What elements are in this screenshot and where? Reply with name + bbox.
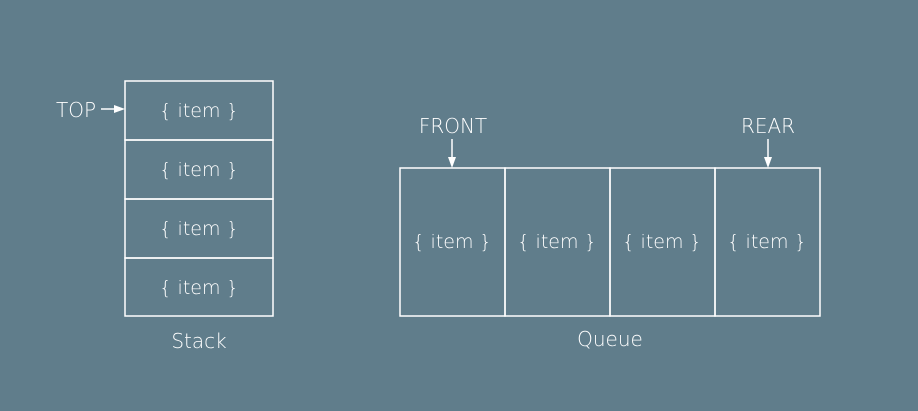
stack-cell-label: { item } <box>159 100 238 122</box>
stack-top-label: TOP <box>56 98 96 122</box>
stack-cell: { item } <box>124 80 274 141</box>
queue-cell: { item } <box>399 167 506 317</box>
queue-cell: { item } <box>609 167 716 317</box>
queue-cell-label: { item } <box>517 231 596 253</box>
stack-group: { item } { item } { item } { item } TOP … <box>56 80 274 353</box>
stack-cell: { item } <box>124 257 274 317</box>
stack-cell: { item } <box>124 198 274 259</box>
queue-cell-label: { item } <box>727 231 806 253</box>
stack-cell-label: { item } <box>159 218 238 240</box>
stack-cell-box <box>124 257 274 317</box>
stack-cell-label: { item } <box>159 277 238 299</box>
queue-group: { item } { item } { item } { item } FRON… <box>399 114 821 351</box>
queue-cell: { item } <box>504 167 611 317</box>
stack-top-arrow-icon <box>101 105 125 113</box>
stack-title: Stack <box>171 329 226 353</box>
stack-cell: { item } <box>124 139 274 200</box>
queue-front-label: FRONT <box>419 114 487 138</box>
queue-cell-label: { item } <box>412 231 491 253</box>
stack-cell-label: { item } <box>159 159 238 181</box>
queue-rear-arrow-icon <box>764 139 772 168</box>
queue-cell-box <box>714 167 821 317</box>
queue-rear-label: REAR <box>741 114 795 138</box>
queue-cell-label: { item } <box>622 231 701 253</box>
queue-title: Queue <box>577 327 643 351</box>
queue-front-arrow-icon <box>448 139 456 168</box>
queue-cell: { item } <box>714 167 821 317</box>
